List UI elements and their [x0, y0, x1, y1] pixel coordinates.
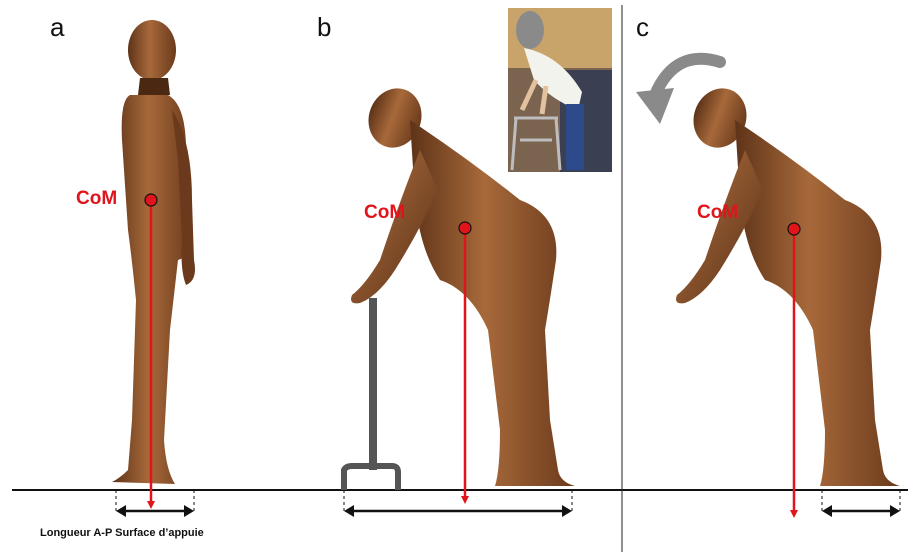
com-label-c: CoM: [697, 202, 738, 224]
panel-label-b: b: [317, 12, 331, 43]
com-label-b: CoM: [364, 202, 405, 224]
com-point-b: [459, 222, 471, 234]
panel-label-c: c: [636, 12, 649, 43]
support-base-c: [822, 490, 900, 517]
figure-upright: [112, 20, 195, 484]
person-with-walker-photo: [508, 8, 612, 172]
support-length-caption: Longueur A-P Surface d’appuie: [40, 527, 204, 539]
support-base-a: [116, 490, 194, 517]
panel-label-a: a: [50, 12, 64, 43]
figure-bent-unsupported: [676, 81, 900, 486]
com-point-a: [145, 194, 157, 206]
com-label-a: CoM: [76, 188, 117, 210]
support-base-b: [344, 490, 572, 517]
com-point-c: [788, 223, 800, 235]
